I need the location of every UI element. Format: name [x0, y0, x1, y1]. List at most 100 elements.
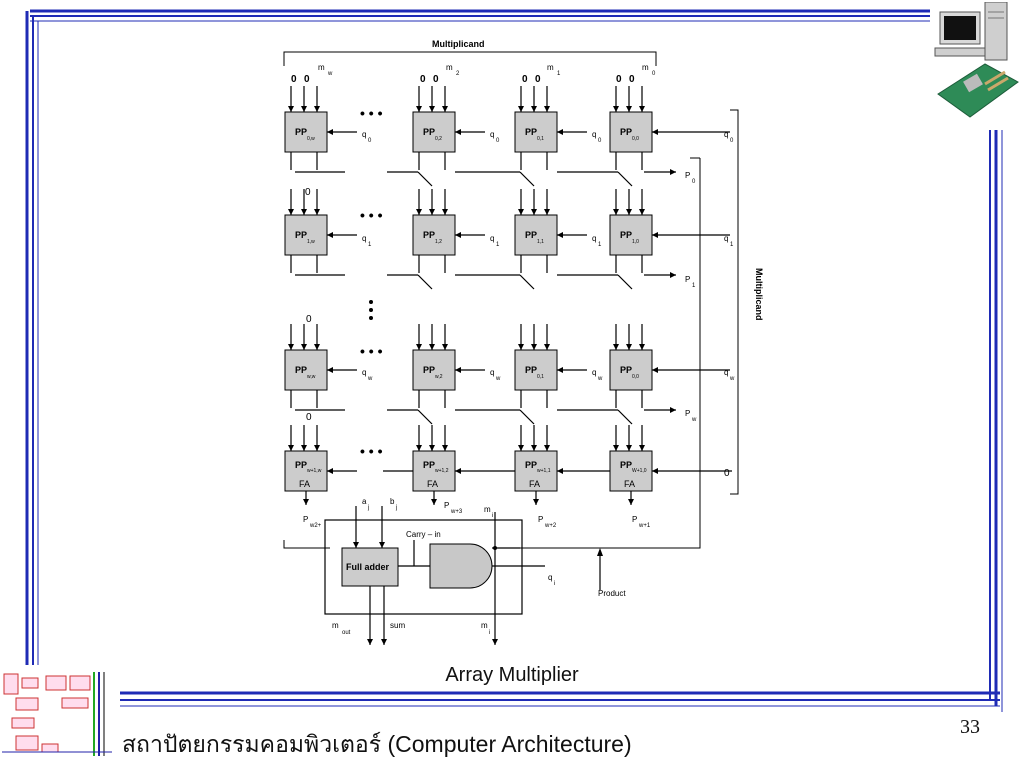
pp-cell: PPw+1,1FA [514, 450, 558, 492]
m-sub: 2 [456, 71, 460, 77]
zero-label: 0 [629, 74, 635, 85]
aj-label: a [362, 497, 367, 506]
q-sub: 0 [598, 138, 602, 144]
pp-label: PP [423, 127, 435, 137]
pp-cell: PP0,0 [609, 349, 653, 391]
zero-label: 0 [433, 74, 439, 85]
zero-label: 0 [420, 74, 426, 85]
q-label: q [592, 368, 596, 377]
m-sub: w [327, 71, 333, 77]
pp-label: PP [423, 365, 435, 375]
zero-label: 0 [306, 412, 312, 423]
q-label: q [592, 130, 596, 139]
p-out-label: P [632, 515, 637, 524]
pp-sub: w,w [307, 374, 316, 380]
mout-sub: out [342, 630, 351, 636]
ellipsis: • • • [360, 443, 383, 459]
q-sub: w [367, 376, 373, 382]
pp-label: PP [423, 230, 435, 240]
q-sub: 1 [368, 242, 372, 248]
q-sub: 0 [368, 138, 372, 144]
full-adder-label: Full adder [346, 562, 390, 572]
pp-sub: 1,1 [537, 239, 544, 245]
multiplicand-side-label: Multiplicand [754, 268, 764, 321]
pp-cell: PPw+1,2FA [412, 450, 456, 492]
q-label: q [362, 234, 366, 243]
p-out-label: P [444, 501, 449, 510]
pp-label: PP [525, 230, 537, 240]
p-sub: 0 [692, 179, 696, 185]
pp-cell: PPw,2 [412, 349, 456, 391]
pp-sub: 1,2 [435, 239, 442, 245]
pp-sub: w+1,2 [435, 468, 449, 474]
ellipsis: • • • [360, 105, 383, 121]
pp-sub: W+1,0 [632, 468, 647, 474]
pp-label: PP [620, 127, 632, 137]
q-label: q [362, 130, 366, 139]
pp-label: PP [525, 460, 537, 470]
pp-sub: w+1,1 [537, 468, 551, 474]
zero-label: 0 [522, 74, 528, 85]
zero-label: 0 [306, 314, 312, 325]
sum-label: sum [390, 621, 405, 630]
mi-label: m [484, 505, 491, 514]
pp-label: PP [620, 365, 632, 375]
zero-label: 0 [535, 74, 541, 85]
q-label: q [490, 130, 494, 139]
fa-label: FA [427, 479, 438, 489]
pp-cell: PPw+1,wFA [284, 450, 328, 492]
pp-label: PP [525, 365, 537, 375]
block-diagram-thumbnail [2, 672, 112, 756]
pp-cell: PP0,0 [609, 111, 653, 153]
zero-label: 0 [305, 187, 311, 198]
pp-sub: w+1,w [307, 468, 322, 474]
zero-label: 0 [291, 74, 297, 85]
q-sub: 0 [496, 138, 500, 144]
mout-label: m [332, 621, 339, 630]
q-sub: 1 [598, 242, 602, 248]
multiplicand-top-label: Multiplicand [432, 39, 485, 49]
p-sub: 1 [692, 283, 696, 289]
zero-label: 0 [304, 74, 310, 85]
mi-sub: i [492, 513, 493, 519]
q-label: q [724, 130, 728, 139]
pp-sub: w,2 [435, 374, 443, 380]
m-label: m [318, 63, 325, 72]
pp-cell: PPw,w [284, 349, 328, 391]
pp-label: PP [620, 230, 632, 240]
q-label: q [490, 234, 494, 243]
mi-sub: i [489, 630, 490, 636]
pp-sub: 1,w [307, 239, 315, 245]
pp-label: PP [295, 127, 307, 137]
array-multiplier-diagram: Multiplicand Multiplicand 0 0 0 0 0 0 0 … [283, 39, 764, 645]
p-out-sub: w2+ [309, 523, 322, 529]
slide-number: 33 [960, 716, 980, 738]
m-label: m [446, 63, 453, 72]
p-label: P [685, 409, 690, 418]
qi-sub: i [554, 581, 555, 587]
computer-image [934, 2, 1019, 118]
m-label: m [547, 63, 554, 72]
qi-label: q [548, 573, 552, 582]
pp-cell: PP0,1 [514, 349, 558, 391]
fa-label: FA [529, 479, 540, 489]
cell-detail-box [324, 519, 523, 615]
pp-sub: 1,0 [632, 239, 639, 245]
pp-sub: 0,0 [632, 136, 639, 142]
q-sub: w [597, 376, 603, 382]
p-out-sub: w+1 [638, 523, 651, 529]
pp-cell: PPW+1,0FA [609, 450, 653, 492]
pp-sub: 0,0 [632, 374, 639, 380]
pp-cell: PP1,2 [412, 214, 456, 256]
pp-sub: 0,1 [537, 374, 544, 380]
q-sub: w [495, 376, 501, 382]
pp-label: PP [295, 365, 307, 375]
pp-sub: 0,2 [435, 136, 442, 142]
p-label: P [685, 275, 690, 284]
q-sub: w [729, 376, 735, 382]
q-label: q [362, 368, 366, 377]
pp-sub: 0,w [307, 136, 315, 142]
mi-label: m [481, 621, 488, 630]
aj-sub: j [367, 505, 369, 511]
